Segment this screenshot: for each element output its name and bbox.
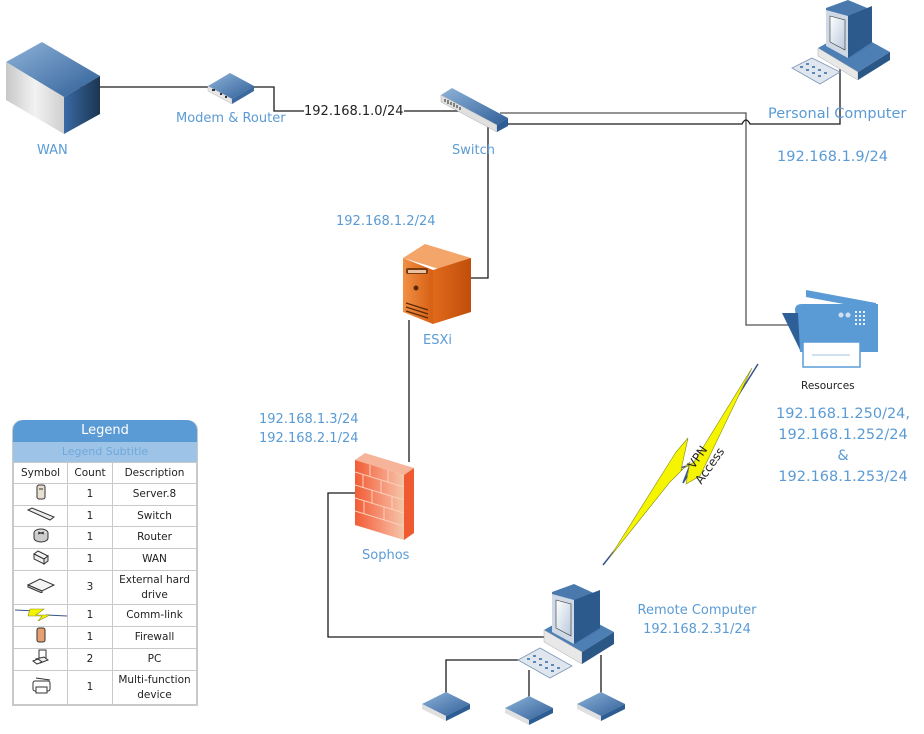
wan-icon xyxy=(6,42,100,134)
legend-row: 3 External hard drive xyxy=(13,570,197,605)
legend-description: Multi-function device xyxy=(112,670,197,705)
legend-count: 3 xyxy=(67,570,113,605)
legend-description: PC xyxy=(112,648,197,671)
legend-row: 1 Firewall xyxy=(13,626,197,649)
modem-router-icon xyxy=(207,73,254,105)
legend-description: Switch xyxy=(112,505,197,527)
remote-computer-label: Remote Computer xyxy=(637,603,757,618)
vpn-comm-link-icon xyxy=(602,363,759,566)
remote-computer-icon xyxy=(517,584,614,679)
legend-count: 2 xyxy=(67,648,113,671)
legend-row: 1 Server.8 xyxy=(13,483,197,506)
legend-row: 1 WAN xyxy=(13,548,197,571)
legend-count: 1 xyxy=(67,483,113,506)
multifunction-device-icon xyxy=(32,677,50,694)
modem-router-label: Modem & Router xyxy=(176,111,286,126)
multifunction-printer-icon xyxy=(782,290,878,368)
server-icon xyxy=(36,484,45,500)
legend-description: External hard drive xyxy=(112,570,197,605)
legend-row: 1 Comm-link xyxy=(13,604,197,627)
legend-table: Symbol Count Description 1 Server.8 1 Sw… xyxy=(13,462,197,705)
sophos-ip-1: 192.168.1.3/24 xyxy=(259,412,359,427)
legend-count: 1 xyxy=(67,670,113,705)
legend-description: Server.8 xyxy=(112,483,197,506)
legend-description: Firewall xyxy=(112,626,197,649)
legend-col-symbol: Symbol xyxy=(13,462,68,484)
esxi-server-icon xyxy=(403,244,471,324)
comm-link-icon xyxy=(14,608,68,622)
wan-label: WAN xyxy=(37,143,68,158)
link-switch-printer xyxy=(500,112,830,326)
external-drive-icon-2 xyxy=(505,696,553,725)
legend-col-count: Count xyxy=(67,462,113,484)
router-icon xyxy=(33,528,48,543)
sophos-firewall-icon xyxy=(354,453,414,540)
switch-icon xyxy=(26,506,55,521)
resources-ip-1: 192.168.1.250/24, xyxy=(775,406,911,422)
legend-row: 1 Multi-function device xyxy=(13,670,197,705)
legend-description: Comm-link xyxy=(112,604,197,627)
sophos-ip-block: 192.168.1.3/24 192.168.2.1/24 xyxy=(259,410,359,448)
legend-description: WAN xyxy=(112,548,197,571)
personal-computer-label: Personal Computer xyxy=(768,106,907,122)
pc-icon xyxy=(31,649,49,665)
resources-ip-2: 192.168.1.252/24 xyxy=(778,427,908,443)
legend-subtitle: Legend Subtitle xyxy=(13,442,197,462)
legend-title: Legend xyxy=(13,420,197,442)
link-remote-drive1 xyxy=(445,659,530,700)
legend-count: 1 xyxy=(67,548,113,571)
legend-row: 2 PC xyxy=(13,648,197,671)
legend-count: 1 xyxy=(67,505,113,527)
link-switch-pc xyxy=(505,62,841,125)
sophos-ip-2: 192.168.2.1/24 xyxy=(259,431,359,446)
resources-ip-3: & xyxy=(837,448,849,464)
legend-description: Router xyxy=(112,526,197,549)
switch-label: Switch xyxy=(452,143,495,158)
firewall-icon xyxy=(36,627,45,643)
wan-icon xyxy=(32,550,49,565)
legend-header-row: Symbol Count Description xyxy=(13,462,197,484)
legend-row: 1 Switch xyxy=(13,505,197,527)
remote-computer-label-block: Remote Computer 192.168.2.31/24 xyxy=(632,601,762,639)
external-drive-icon xyxy=(26,578,55,594)
external-drive-icon-1 xyxy=(422,692,470,721)
personal-computer-icon xyxy=(791,0,890,85)
resources-label: Resources xyxy=(801,380,855,392)
personal-computer-ip: 192.168.1.9/24 xyxy=(777,149,888,165)
link-modem-switch xyxy=(244,86,305,112)
resources-ip-4: 192.168.1.253/24 xyxy=(778,469,908,485)
remote-computer-ip: 192.168.2.31/24 xyxy=(643,622,751,637)
esxi-label: ESXi xyxy=(423,333,452,348)
legend-count: 1 xyxy=(67,526,113,549)
legend-row: 1 Router xyxy=(13,526,197,549)
sophos-label: Sophos xyxy=(362,548,410,563)
resources-ip-block: 192.168.1.250/24, 192.168.1.252/24 & 192… xyxy=(770,404,916,488)
external-drive-icon-3 xyxy=(577,692,625,721)
switch-icon xyxy=(440,88,508,133)
legend-count: 1 xyxy=(67,604,113,627)
legend-count: 1 xyxy=(67,626,113,649)
legend: Legend Legend Subtitle Symbol Count Desc… xyxy=(12,420,198,706)
lan-subnet-label: 192.168.1.0/24 xyxy=(304,104,404,119)
legend-col-description: Description xyxy=(112,462,197,484)
esxi-ip: 192.168.1.2/24 xyxy=(336,214,436,229)
